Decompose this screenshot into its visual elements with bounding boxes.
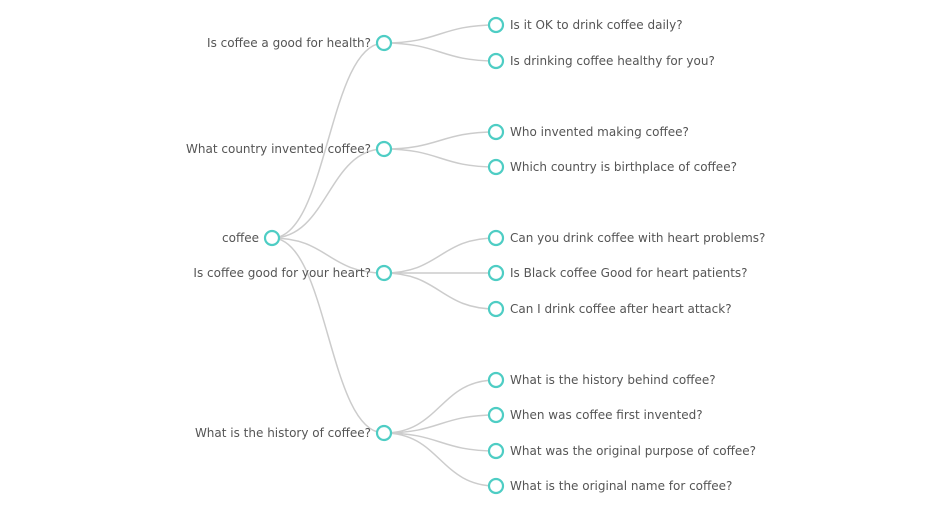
leaf-node-2-2[interactable]: Which country is birthplace of coffee? — [487, 158, 737, 176]
node-circle[interactable] — [487, 229, 505, 247]
leaf-node-4-4[interactable]: What is the original name for coffee? — [487, 477, 732, 495]
branch-node-1[interactable]: Is coffee a good for health? — [207, 34, 393, 52]
node-label: What is the original name for coffee? — [510, 479, 732, 493]
node-label: What is the history behind coffee? — [510, 373, 716, 387]
link-3-1 — [383, 237, 497, 274]
node-label: Is Black coffee Good for heart patients? — [510, 266, 748, 280]
node-label: Is coffee good for your heart? — [193, 266, 371, 280]
link-1-2 — [383, 42, 497, 62]
node-circle[interactable] — [487, 52, 505, 70]
leaf-node-3-2[interactable]: Is Black coffee Good for heart patients? — [487, 264, 748, 282]
tree-links — [271, 24, 497, 487]
node-label: Can I drink coffee after heart attack? — [510, 302, 732, 316]
node-label: Is drinking coffee healthy for you? — [510, 54, 715, 68]
link-3-3 — [383, 272, 497, 310]
node-label: What is the history of coffee? — [195, 426, 371, 440]
root-node[interactable]: coffee — [222, 229, 281, 247]
node-circle[interactable] — [487, 371, 505, 389]
node-circle[interactable] — [263, 229, 281, 247]
leaf-node-1-1[interactable]: Is it OK to drink coffee daily? — [487, 16, 683, 34]
link-4-3 — [383, 432, 497, 452]
node-label: Who invented making coffee? — [510, 125, 689, 139]
leaf-node-4-3[interactable]: What was the original purpose of coffee? — [487, 442, 756, 460]
node-label: coffee — [222, 231, 259, 245]
branch-node-3[interactable]: Is coffee good for your heart? — [193, 264, 393, 282]
node-circle[interactable] — [375, 140, 393, 158]
node-circle[interactable] — [375, 34, 393, 52]
leaf-node-4-1[interactable]: What is the history behind coffee? — [487, 371, 716, 389]
node-circle[interactable] — [487, 406, 505, 424]
node-circle[interactable] — [487, 264, 505, 282]
node-label: What was the original purpose of coffee? — [510, 444, 756, 458]
node-circle[interactable] — [487, 442, 505, 460]
node-circle[interactable] — [487, 158, 505, 176]
branch-node-2[interactable]: What country invented coffee? — [186, 140, 393, 158]
leaf-node-2-1[interactable]: Who invented making coffee? — [487, 123, 689, 141]
node-circle[interactable] — [487, 16, 505, 34]
branch-node-4[interactable]: What is the history of coffee? — [195, 424, 393, 442]
tree-nodes: coffee Is coffee a good for health? Is it … — [186, 16, 765, 495]
link-2-1 — [383, 131, 497, 150]
leaf-node-1-2[interactable]: Is drinking coffee healthy for you? — [487, 52, 715, 70]
leaf-node-3-1[interactable]: Can you drink coffee with heart problems… — [487, 229, 765, 247]
node-label: What country invented coffee? — [186, 142, 371, 156]
link-4-1 — [383, 379, 497, 434]
node-circle[interactable] — [487, 123, 505, 141]
link-2-2 — [383, 148, 497, 168]
node-circle[interactable] — [375, 264, 393, 282]
link-4-4 — [383, 432, 497, 487]
node-label: Can you drink coffee with heart problems… — [510, 231, 765, 245]
node-label: Is it OK to drink coffee daily? — [510, 18, 683, 32]
node-label: Which country is birthplace of coffee? — [510, 160, 737, 174]
link-4-2 — [383, 414, 497, 434]
link-1-1 — [383, 24, 497, 44]
link-root-2 — [271, 148, 385, 239]
link-root-3 — [271, 237, 385, 274]
link-root-4 — [271, 237, 385, 434]
leaf-node-4-2[interactable]: When was coffee first invented? — [487, 406, 703, 424]
node-circle[interactable] — [487, 300, 505, 318]
node-circle[interactable] — [375, 424, 393, 442]
leaf-node-3-3[interactable]: Can I drink coffee after heart attack? — [487, 300, 732, 318]
link-root-1 — [271, 42, 385, 239]
node-label: Is coffee a good for health? — [207, 36, 371, 50]
node-label: When was coffee first invented? — [510, 408, 703, 422]
node-circle[interactable] — [487, 477, 505, 495]
